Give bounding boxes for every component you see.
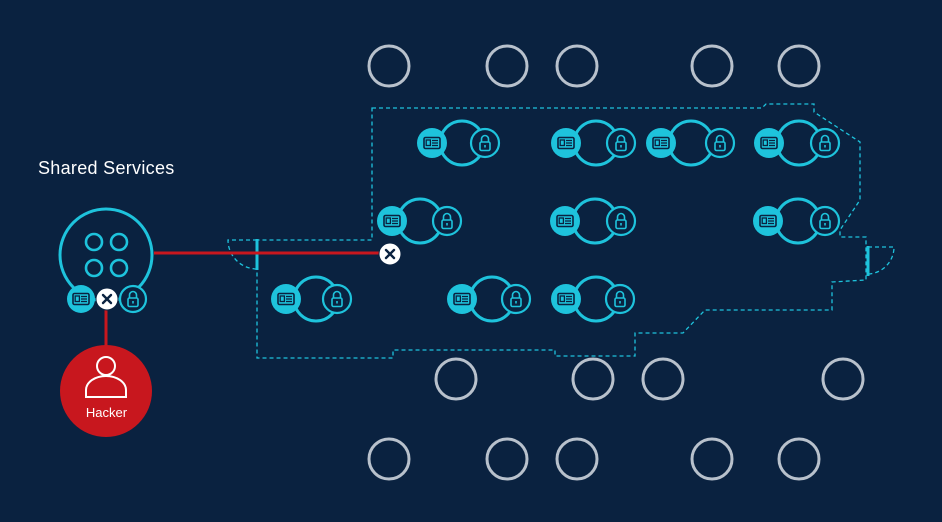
shared-services-title: Shared Services — [38, 158, 175, 178]
workload-node — [417, 119, 501, 167]
lock-badge — [605, 205, 637, 237]
user-icon — [85, 356, 127, 398]
inactive-node — [821, 357, 865, 401]
lock-badge — [809, 205, 841, 237]
inactive-node — [485, 437, 529, 481]
workload-node — [551, 275, 636, 323]
inactive-node — [555, 44, 599, 88]
workload-node — [447, 275, 532, 323]
close-icon — [101, 293, 113, 305]
lock-badge — [321, 283, 353, 315]
inactive-node — [367, 44, 411, 88]
inactive-node — [690, 437, 734, 481]
inactive-node — [555, 437, 599, 481]
shared-services-node — [58, 207, 154, 314]
inactive-node — [571, 357, 615, 401]
workload-node — [551, 119, 637, 167]
lock-badge — [500, 283, 532, 315]
lock-badge — [605, 127, 637, 159]
inactive-node — [641, 357, 685, 401]
segment-gateway-right — [867, 246, 895, 275]
workload-node — [271, 275, 353, 323]
lock-badge — [431, 205, 463, 237]
lock-badge — [469, 127, 501, 159]
lock-badge — [704, 127, 736, 159]
lock-badge — [604, 283, 636, 315]
inactive-nodes-top — [367, 44, 821, 88]
segment-gateway-left — [227, 239, 258, 270]
hacker-node — [60, 345, 152, 437]
workload-node — [550, 197, 637, 245]
inactive-node — [434, 357, 478, 401]
inactive-node — [367, 437, 411, 481]
lock-badge — [118, 284, 148, 314]
segment-boundary — [256, 103, 867, 359]
lock-badge — [809, 127, 841, 159]
hacker-label: Hacker — [85, 405, 128, 420]
inactive-node — [485, 44, 529, 88]
inactive-node — [777, 44, 821, 88]
inactive-node — [777, 437, 821, 481]
inactive-nodes-middle — [434, 357, 865, 401]
workload-node — [646, 119, 736, 167]
inactive-node — [690, 44, 734, 88]
grid-icon — [84, 232, 129, 278]
inactive-nodes-bottom — [367, 437, 821, 481]
workload-node — [754, 119, 841, 167]
workload-node — [377, 197, 463, 245]
workload-node — [753, 197, 841, 245]
blocked-badge — [378, 242, 402, 266]
close-icon — [384, 248, 396, 260]
blocked-badge — [95, 287, 119, 311]
